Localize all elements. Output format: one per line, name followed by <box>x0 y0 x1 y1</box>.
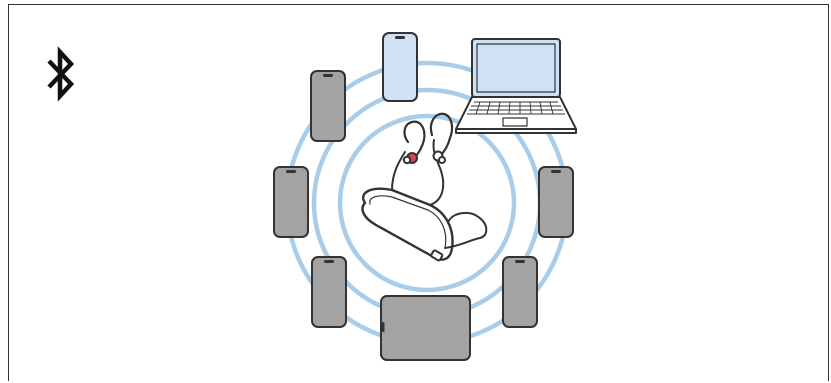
smartphone-icon <box>383 33 417 101</box>
smartphone-icon <box>274 167 308 237</box>
neckband-earphones-icon <box>363 114 487 261</box>
smartphone-icon <box>311 71 345 141</box>
smartphone-icon <box>539 167 573 237</box>
smartphone-icon <box>312 257 346 327</box>
tablet-icon <box>381 296 470 360</box>
smartphone-icon <box>503 257 537 327</box>
laptop-icon <box>456 39 576 133</box>
